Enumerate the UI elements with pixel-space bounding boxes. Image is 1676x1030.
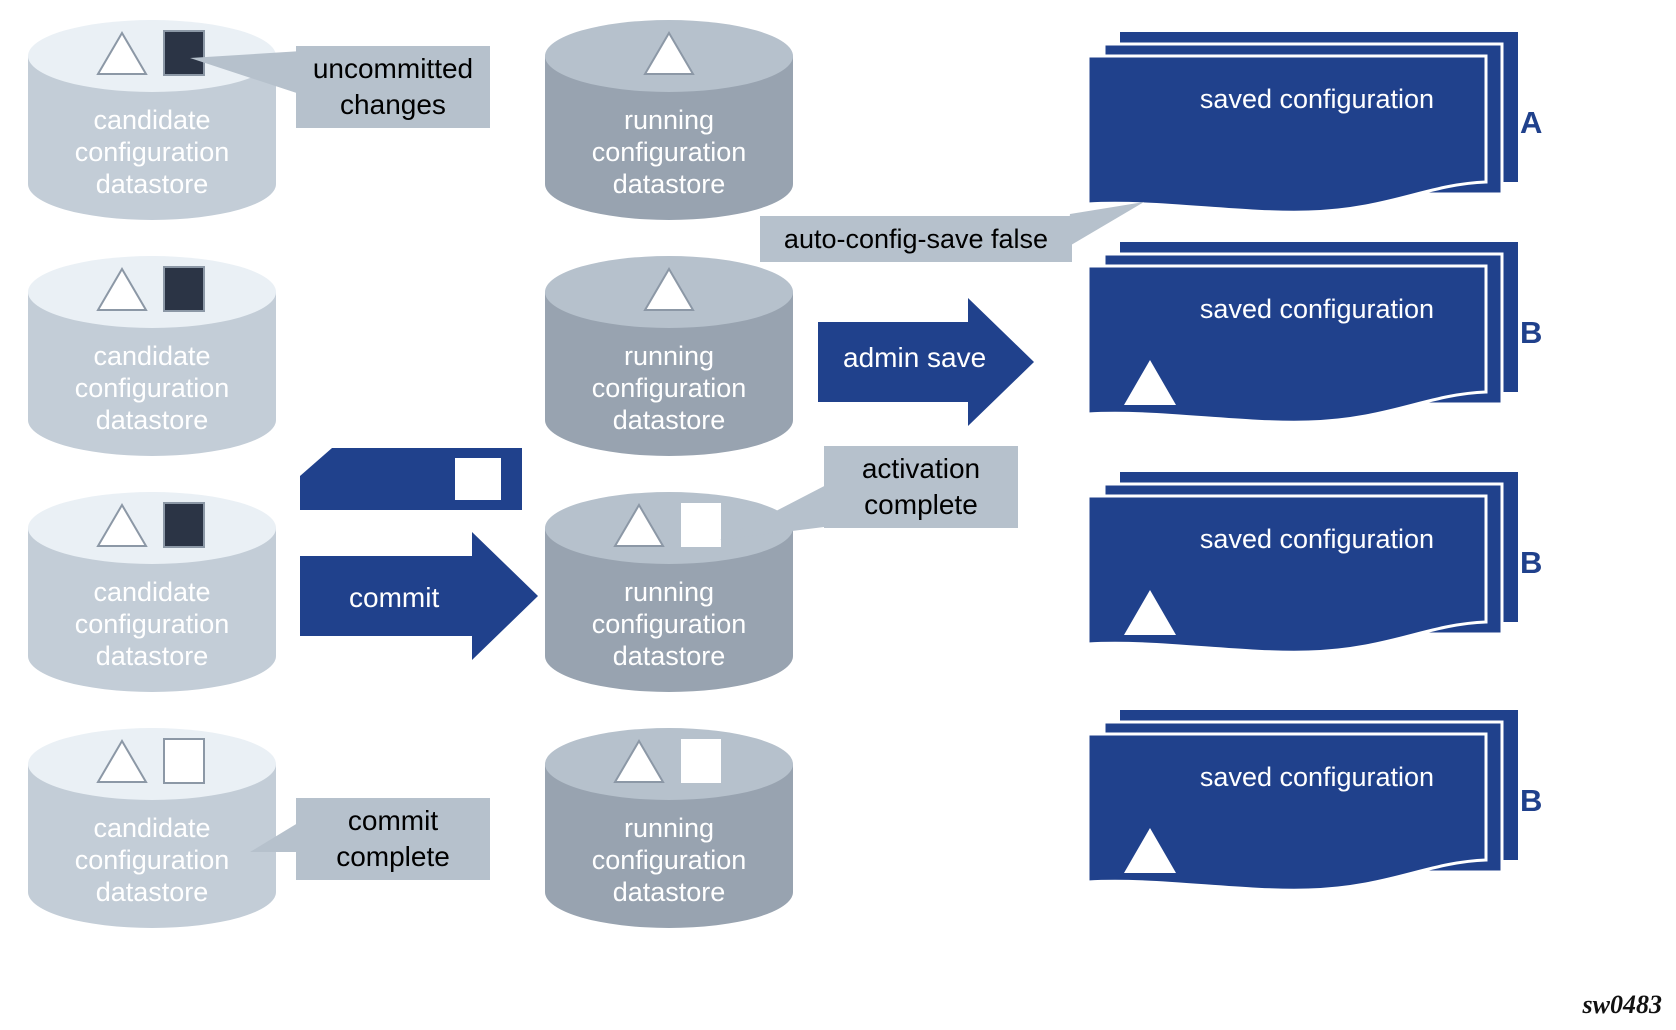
square-outline-icon xyxy=(163,738,205,784)
triangle-white-icon xyxy=(643,267,695,311)
saved-configuration-letter-row-d: B xyxy=(1520,783,1543,818)
square-dark-icon xyxy=(163,502,205,548)
admin-save-arrow-label: admin save xyxy=(843,342,987,373)
triangle-outline-icon xyxy=(96,739,148,783)
candidate-datastore-row-b: candidate configuration datastore xyxy=(28,256,276,456)
saved-configuration-stack-row-b: saved configuration xyxy=(1088,242,1518,442)
triangle-outline-icon xyxy=(96,503,148,547)
running-datastore-row-d: running configuration datastore xyxy=(545,728,793,928)
saved-configuration-label-row-c: saved configuration xyxy=(1199,524,1435,554)
auto-config-save-callout: auto-config-save false xyxy=(760,216,1072,262)
saved-configuration-stack-row-d: saved configuration xyxy=(1088,710,1518,910)
saved-configuration-letter-row-a: A xyxy=(1520,105,1543,140)
saved-configuration-letter-row-c: B xyxy=(1520,545,1543,580)
square-dark-icon xyxy=(163,266,205,312)
commit-complete-callout: commit complete xyxy=(296,798,490,880)
commit-arrow-label: commit xyxy=(349,582,440,613)
saved-configuration-label-row-d: saved configuration xyxy=(1199,762,1435,792)
square-white-icon xyxy=(681,503,721,547)
candidate-datastore-row-c: candidate configuration datastore xyxy=(28,492,276,692)
saved-configuration-label-row-a: saved configuration xyxy=(1199,84,1435,114)
activation-complete-callout: activation complete xyxy=(824,446,1018,528)
triangle-white-icon xyxy=(613,739,665,783)
saved-configuration-stack-row-c: saved configuration xyxy=(1088,472,1518,672)
square-white-icon xyxy=(681,739,721,783)
running-datastore-row-a: running configuration datastore xyxy=(545,20,793,220)
activation-complete-callout-tail xyxy=(690,486,850,576)
saved-configuration-letter-row-b: B xyxy=(1520,315,1543,350)
triangle-outline-icon xyxy=(96,31,148,75)
running-datastore-row-b: running configuration datastore xyxy=(545,256,793,456)
triangle-white-icon xyxy=(613,503,665,547)
figure-id-label: sw0483 xyxy=(1582,990,1662,1019)
triangle-outline-icon xyxy=(96,267,148,311)
admin-save-arrow xyxy=(818,298,1034,426)
commit-arrow xyxy=(300,532,538,660)
triangle-white-icon xyxy=(643,31,695,75)
commit-banner-shape xyxy=(300,448,522,510)
square-dark-icon xyxy=(163,30,205,76)
auto-config-save-callout-tail xyxy=(1040,196,1170,266)
uncommitted-changes-callout: uncommitted changes xyxy=(296,46,490,128)
saved-configuration-stack-row-a: saved configuration xyxy=(1088,32,1518,232)
uncommitted-changes-callout-tail xyxy=(180,38,340,138)
saved-configuration-label-row-b: saved configuration xyxy=(1199,294,1435,324)
